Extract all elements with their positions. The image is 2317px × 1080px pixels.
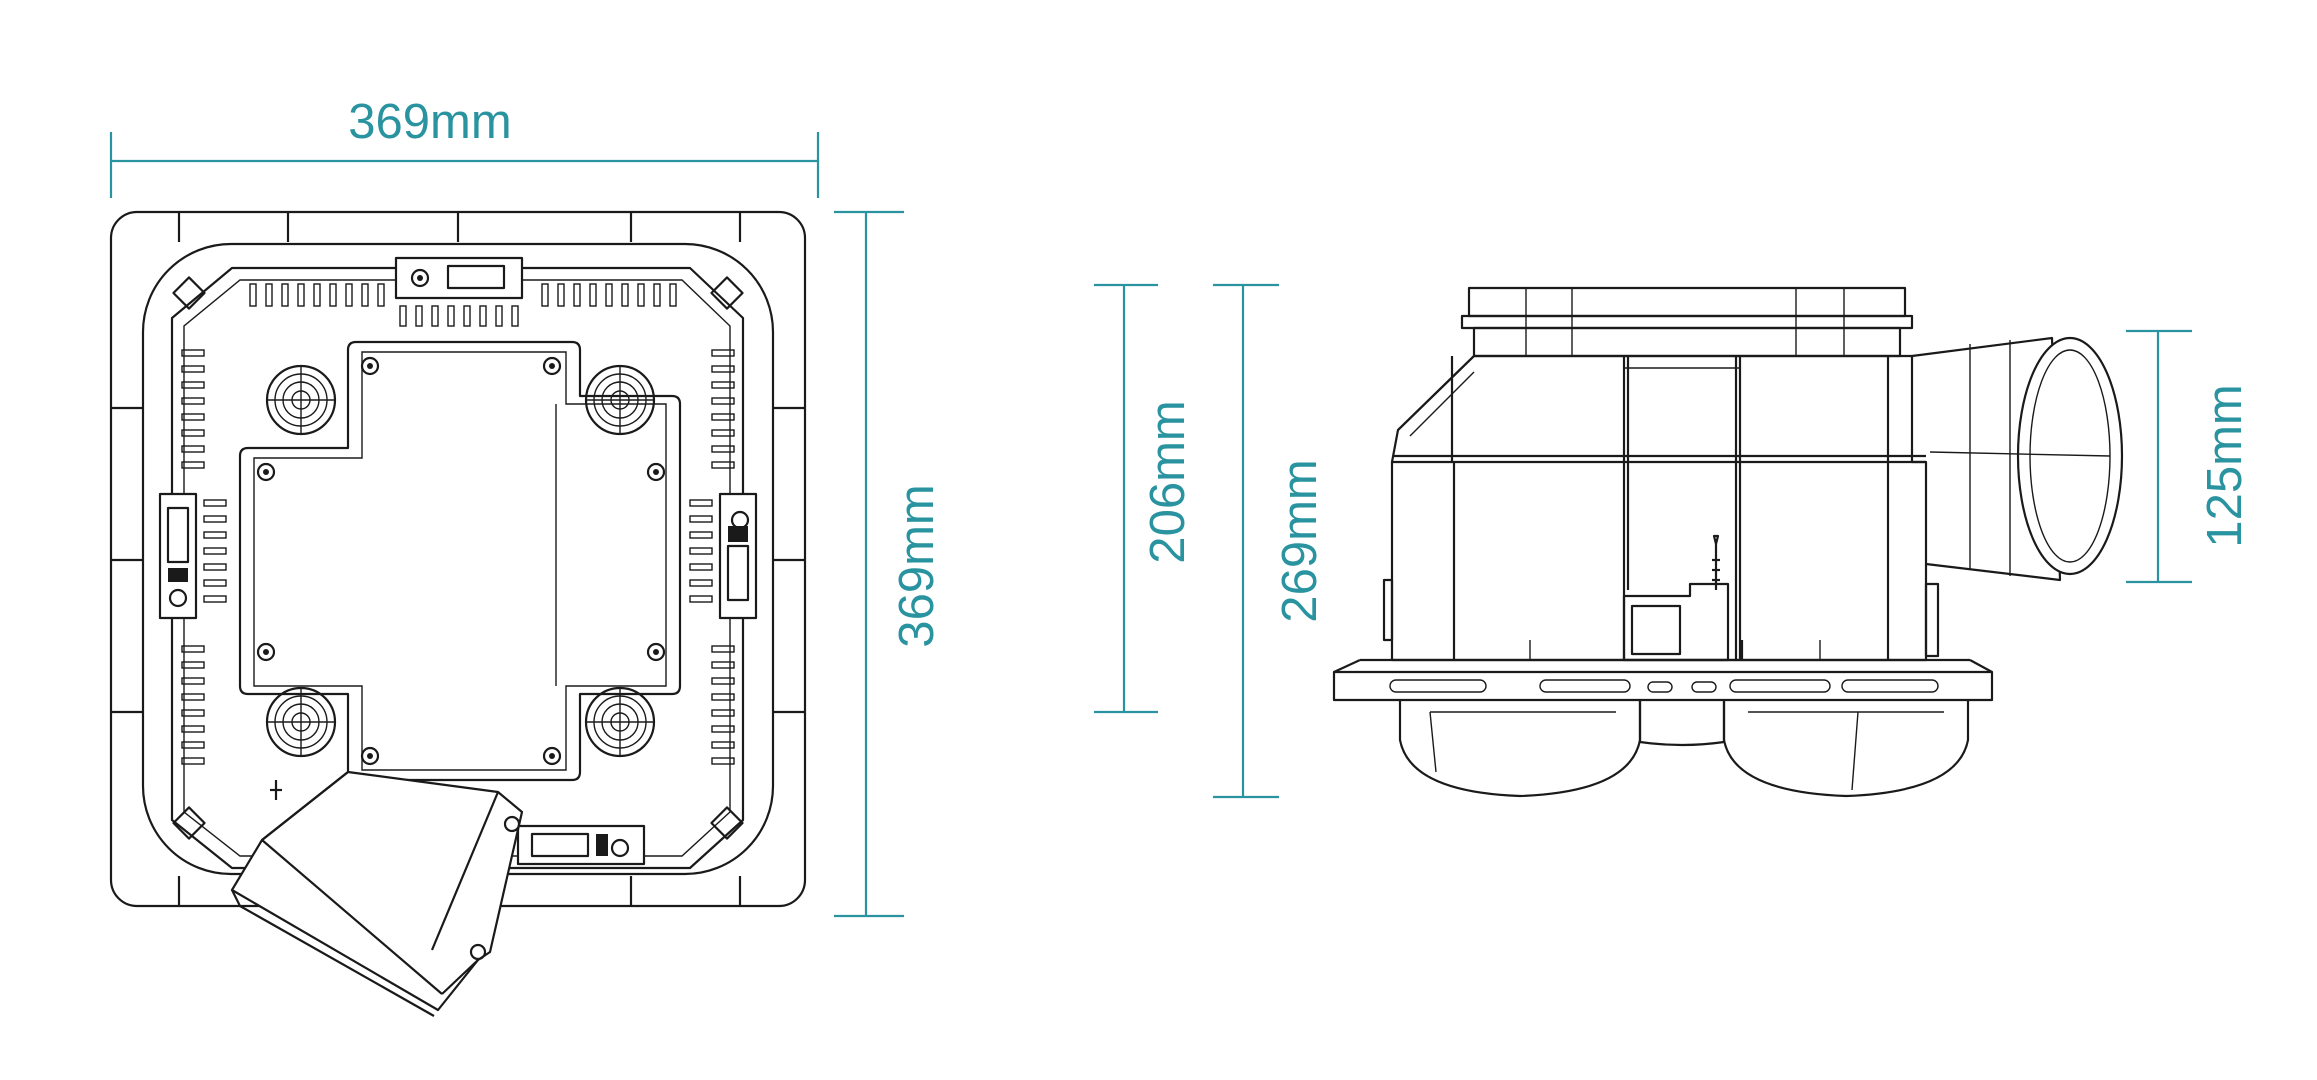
side-inner-height-dimension: 206mm xyxy=(1094,283,1195,714)
lamp-domes xyxy=(1398,700,1970,798)
panel-screws xyxy=(256,356,666,766)
top-cap xyxy=(1460,286,1914,358)
bottom-latch xyxy=(516,824,646,866)
housing xyxy=(1390,354,1928,662)
top-width-label: 369mm xyxy=(348,95,511,149)
top-height-label: 369mm xyxy=(890,484,944,647)
corner-clips xyxy=(172,276,744,840)
duct-diameter-label: 125mm xyxy=(2198,384,2252,547)
terminal-block xyxy=(1622,534,1744,662)
side-inner-height-label: 206mm xyxy=(1141,400,1195,563)
side-total-height-dimension: 269mm xyxy=(1213,283,1327,799)
left-vent-slots xyxy=(181,349,227,765)
top-vent-slots xyxy=(249,283,677,327)
duct-diameter-dimension: 125mm xyxy=(2126,329,2252,584)
right-vent-slots xyxy=(689,349,735,765)
top-height-dimension: 369mm xyxy=(834,210,944,918)
duct-outlet xyxy=(1911,336,2124,582)
mounting-flange xyxy=(1332,658,1994,702)
left-latch xyxy=(158,492,198,620)
center-panel xyxy=(238,340,682,782)
fan-grille-top-right xyxy=(584,364,656,436)
side-total-height-label: 269mm xyxy=(1273,459,1327,622)
fan-grille-bottom-left xyxy=(265,686,337,758)
fan-grille-bottom-right xyxy=(584,686,656,758)
top-width-dimension: 369mm xyxy=(109,95,820,198)
right-latch xyxy=(718,492,758,620)
top-latch xyxy=(394,256,524,300)
top-view xyxy=(109,210,807,1017)
side-view xyxy=(1332,286,2124,798)
fan-grille-top-left xyxy=(265,364,337,436)
exhaust-duct xyxy=(230,770,524,1017)
main-body xyxy=(170,266,745,870)
